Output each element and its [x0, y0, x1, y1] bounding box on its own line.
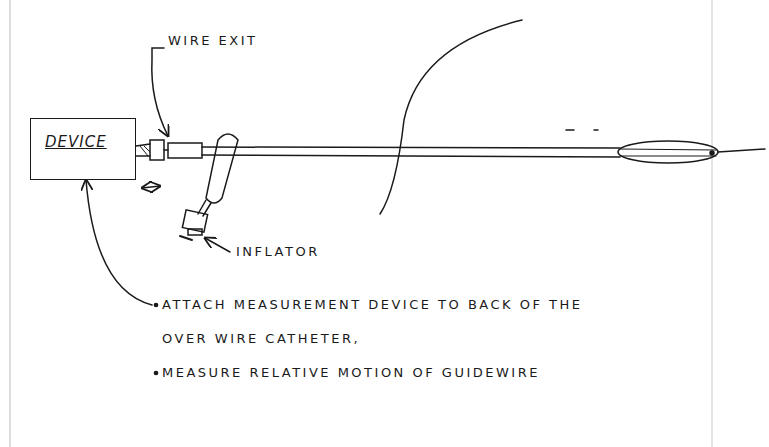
coupling-hatch — [140, 146, 150, 156]
inflator-handle — [180, 236, 192, 240]
note-text: MEASURE RELATIVE MOTION OF GUIDEWIRE — [162, 356, 612, 390]
page-edge — [712, 0, 713, 447]
part-label: INFLATOR — [236, 242, 320, 262]
leader-line — [205, 238, 230, 252]
side-arm — [206, 134, 238, 203]
wire-exit-body — [168, 143, 202, 158]
balloon — [618, 141, 718, 163]
part-label: WIRE EXIT — [168, 31, 257, 51]
fitting-link — [164, 149, 168, 151]
box-title: DEVICE — [45, 133, 107, 151]
inflator-plunger — [188, 229, 202, 235]
tick-mark — [594, 129, 598, 131]
page-edge — [10, 0, 11, 447]
bullet — [154, 371, 157, 374]
guidewire — [718, 149, 765, 152]
wire-exit-fitting — [150, 140, 164, 160]
bullet — [154, 303, 157, 306]
note-text: ATTACH MEASUREMENT DEVICE TO BACK OF THE… — [162, 288, 612, 356]
leader-line — [152, 48, 168, 136]
balloon-shaft — [620, 149, 716, 156]
catheter-shaft — [202, 147, 620, 157]
leader-line — [86, 180, 152, 305]
motion-arrow — [142, 186, 160, 188]
device-box: DEVICE — [30, 118, 136, 180]
tip-dot — [710, 151, 714, 155]
tick-mark — [566, 129, 574, 131]
body-outline — [380, 20, 522, 214]
device-coupling — [136, 144, 150, 156]
